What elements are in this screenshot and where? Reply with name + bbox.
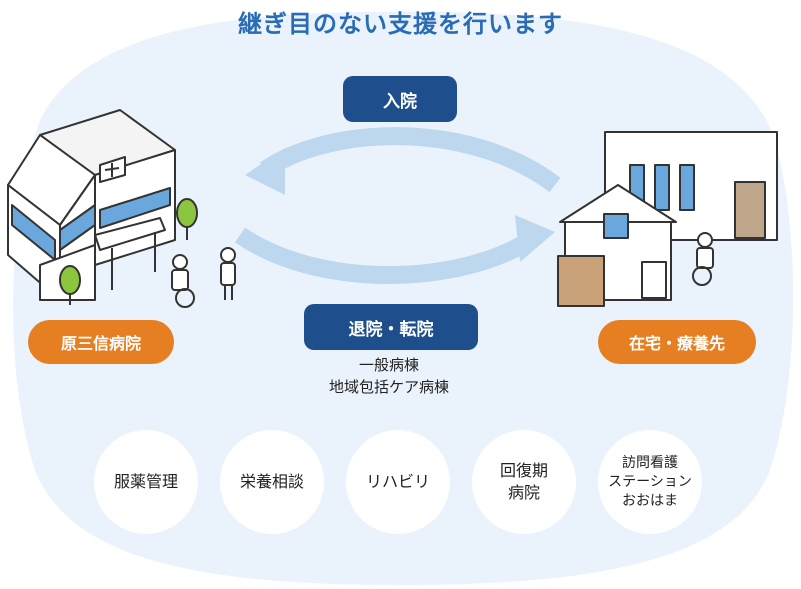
ward-list: 一般病棟 地域包括ケア病棟 <box>269 354 509 398</box>
discharge-arrow <box>234 227 535 284</box>
service-recovery-hospital: 回復期 病院 <box>472 430 576 534</box>
service-nutrition: 栄養相談 <box>220 430 324 534</box>
discharge-arrowhead <box>515 215 555 262</box>
page-title: 継ぎ目のない支援を行います <box>238 10 563 38</box>
hospital-label: 原三信病院 <box>28 320 174 364</box>
admission-arrow <box>259 127 561 193</box>
admission-label: 入院 <box>343 76 457 122</box>
hospital-illustration <box>7 109 198 305</box>
service-medication: 服薬管理 <box>94 430 198 534</box>
ward-community-care: 地域包括ケア病棟 <box>328 378 449 396</box>
service-rehab: リハビリ <box>346 430 450 534</box>
ward-general: 一般病棟 <box>358 356 419 374</box>
home-illustration <box>557 131 778 307</box>
home-label: 在宅・療養先 <box>598 320 756 364</box>
admission-arrowhead <box>245 148 285 195</box>
patients-near-hospital <box>171 247 236 308</box>
background-blob <box>13 11 794 585</box>
service-home-nursing: 訪問看護 ステーション おおはま <box>598 430 702 534</box>
discharge-label: 退院・転院 <box>304 304 478 350</box>
